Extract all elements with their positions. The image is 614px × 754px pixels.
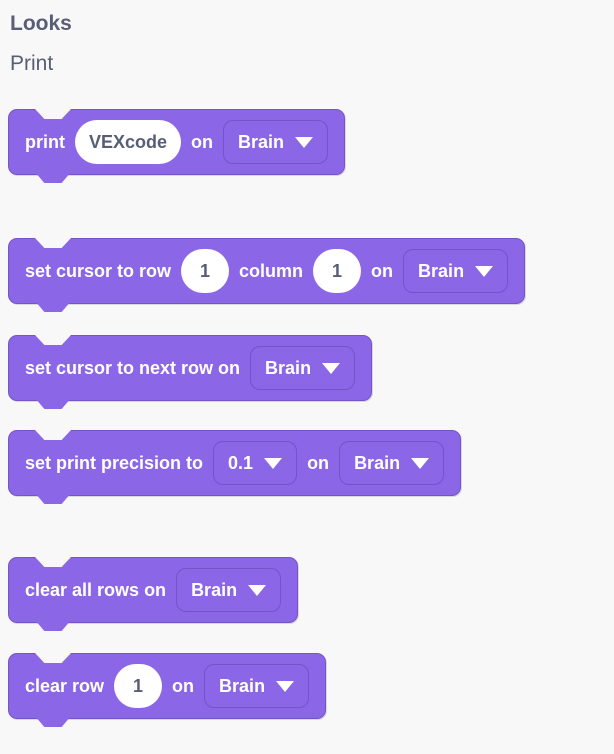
block-clear-row[interactable]: clear row 1 on Brain bbox=[8, 653, 327, 719]
block-label: on bbox=[172, 675, 195, 696]
block-label: set cursor to row bbox=[25, 260, 172, 281]
block-label: on bbox=[191, 131, 214, 152]
dropdown-value: Brain bbox=[418, 260, 465, 281]
device-dropdown[interactable]: Brain bbox=[250, 346, 356, 390]
block-label: on bbox=[307, 452, 330, 473]
device-dropdown[interactable]: Brain bbox=[339, 441, 445, 485]
section-title: Print bbox=[10, 52, 54, 75]
device-dropdown[interactable]: Brain bbox=[176, 568, 282, 612]
dropdown-value: Brain bbox=[265, 357, 312, 378]
dropdown-caret-icon bbox=[322, 362, 341, 374]
blocks-palette: Looks Print print VEXcode on Brain set c… bbox=[0, 0, 614, 719]
device-dropdown[interactable]: Brain bbox=[403, 249, 509, 293]
dropdown-caret-icon bbox=[264, 457, 283, 469]
dropdown-caret-icon bbox=[276, 680, 295, 692]
dropdown-value: Brain bbox=[191, 579, 238, 600]
block-set-cursor-to-next-row[interactable]: set cursor to next row on Brain bbox=[8, 335, 373, 401]
dropdown-value: Brain bbox=[219, 675, 266, 696]
block-label: print bbox=[25, 131, 65, 152]
column-number-input[interactable]: 1 bbox=[313, 249, 362, 293]
dropdown-value: 0.1 bbox=[228, 452, 254, 473]
row-number-input[interactable]: 1 bbox=[114, 664, 163, 708]
block-label: on bbox=[371, 260, 394, 281]
dropdown-value: Brain bbox=[354, 452, 401, 473]
dropdown-caret-icon bbox=[475, 265, 494, 277]
block-label: set cursor to next row on bbox=[25, 357, 241, 378]
dropdown-caret-icon bbox=[411, 457, 430, 469]
block-set-print-precision[interactable]: set print precision to 0.1 on Brain bbox=[8, 430, 462, 496]
block-label: column bbox=[239, 260, 304, 281]
category-title: Looks bbox=[10, 12, 72, 35]
dropdown-caret-icon bbox=[248, 584, 267, 596]
block-label: set print precision to bbox=[25, 452, 204, 473]
block-clear-all-rows[interactable]: clear all rows on Brain bbox=[8, 557, 299, 623]
print-value-input[interactable]: VEXcode bbox=[75, 120, 182, 164]
row-number-input[interactable]: 1 bbox=[181, 249, 230, 293]
block-label: clear row bbox=[25, 675, 105, 696]
precision-dropdown[interactable]: 0.1 bbox=[213, 441, 298, 485]
device-dropdown[interactable]: Brain bbox=[223, 120, 329, 164]
block-print[interactable]: print VEXcode on Brain bbox=[8, 109, 346, 175]
block-set-cursor-to-row-column[interactable]: set cursor to row 1 column 1 on Brain bbox=[8, 238, 526, 304]
block-label: clear all rows on bbox=[25, 579, 167, 600]
dropdown-caret-icon bbox=[295, 136, 314, 148]
dropdown-value: Brain bbox=[238, 131, 285, 152]
device-dropdown[interactable]: Brain bbox=[204, 664, 310, 708]
